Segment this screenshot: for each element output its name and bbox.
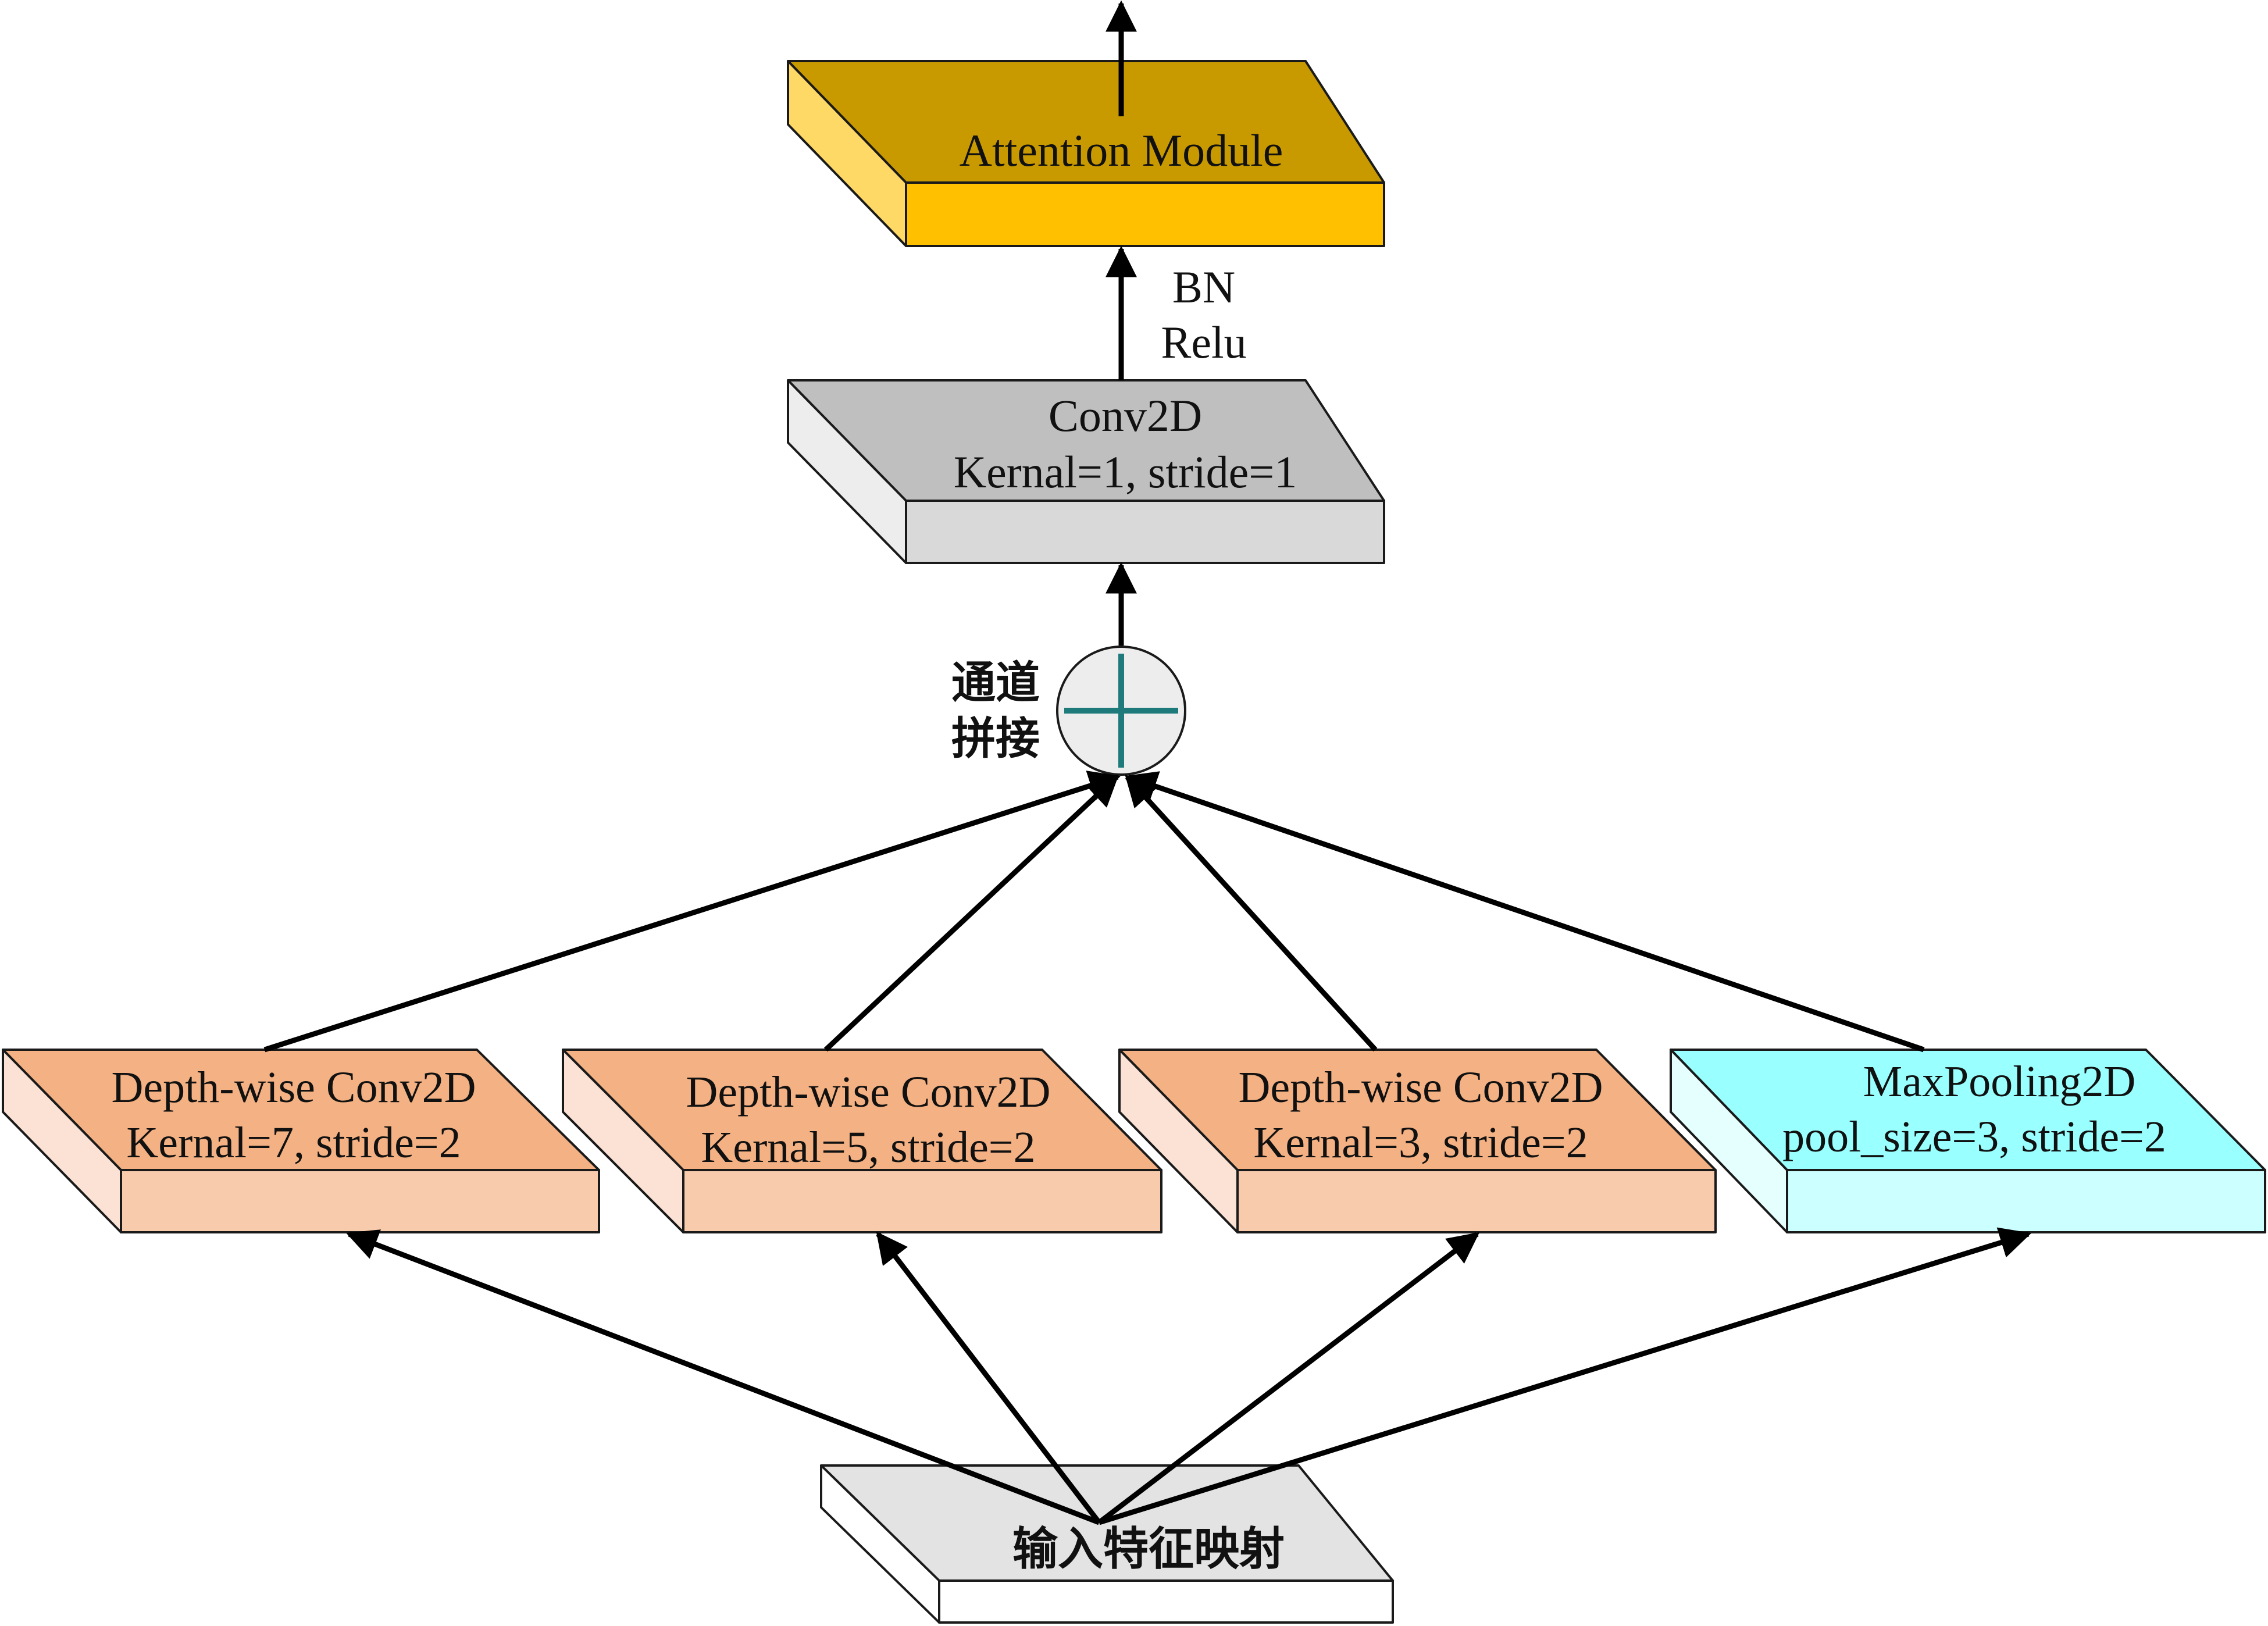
- attention-module-label: Attention Module: [960, 125, 1283, 176]
- depthwise-conv-k5-front-face: [682, 1169, 1162, 1233]
- conv2d-1x1-front-face: [905, 500, 1385, 564]
- input-feature-map-block: 输入特征映射: [820, 1464, 1394, 1624]
- edge-input-to-dw7: [345, 1229, 1100, 1525]
- depthwise-conv-k5-title: Depth-wise Conv2D: [686, 1068, 1051, 1117]
- attention-module-front-face: [905, 181, 1385, 247]
- depthwise-conv-k5-params: Kernal=5, stride=2: [701, 1123, 1035, 1172]
- bn-label: BN: [1172, 262, 1235, 312]
- concat-label-line2: 拼接: [951, 712, 1040, 764]
- edge-dw7-to-concat: [263, 771, 1121, 1053]
- edge-input-to-maxpool: [1098, 1227, 2032, 1525]
- depthwise-conv-k3-title: Depth-wise Conv2D: [1239, 1063, 1603, 1112]
- depthwise-conv-k7-params: Kernal=7, stride=2: [126, 1118, 461, 1167]
- edge-input-to-dw3: [1097, 1232, 1480, 1525]
- depthwise-conv-k7-front-face: [120, 1169, 600, 1233]
- maxpooling-params: pool_size=3, stride=2: [1782, 1112, 2166, 1161]
- depthwise-conv-k5-block: Depth-wise Conv2D Kernal=5, stride=2: [562, 1049, 1162, 1233]
- maxpooling-front-face: [1786, 1169, 2266, 1233]
- conv2d-1x1-params: Kernal=1, stride=1: [954, 447, 1297, 497]
- conv2d-1x1-block: Conv2D Kernal=1, stride=1: [787, 379, 1385, 564]
- edge-dw5-to-concat: [823, 775, 1119, 1052]
- plus-icon: [1064, 654, 1178, 768]
- maxpooling-block: MaxPooling2D pool_size=3, stride=2: [1670, 1049, 2266, 1233]
- edges: [263, 0, 2032, 1525]
- input-feature-map-label: 输入特征映射: [1012, 1523, 1285, 1575]
- depthwise-conv-k3-block: Depth-wise Conv2D Kernal=3, stride=2: [1118, 1049, 1717, 1233]
- edge-maxpool-to-concat: [1125, 771, 1925, 1053]
- depthwise-conv-k7-title: Depth-wise Conv2D: [112, 1063, 476, 1112]
- edge-dw3-to-concat: [1125, 775, 1378, 1052]
- edge-input-to-dw5: [876, 1231, 1101, 1524]
- input-feature-map-front-face: [938, 1579, 1394, 1624]
- relu-label: Relu: [1161, 317, 1246, 368]
- depthwise-conv-k7-block: Depth-wise Conv2D Kernal=7, stride=2: [2, 1049, 600, 1233]
- depthwise-conv-k3-front-face: [1236, 1169, 1717, 1233]
- attention-module-block: Attention Module: [787, 60, 1385, 247]
- depthwise-conv-k3-params: Kernal=3, stride=2: [1253, 1118, 1588, 1167]
- conv2d-1x1-title: Conv2D: [1049, 390, 1202, 441]
- concat-label-line1: 通道: [951, 657, 1040, 708]
- channel-concat-node: [1056, 646, 1186, 776]
- maxpooling-title: MaxPooling2D: [1863, 1057, 2136, 1106]
